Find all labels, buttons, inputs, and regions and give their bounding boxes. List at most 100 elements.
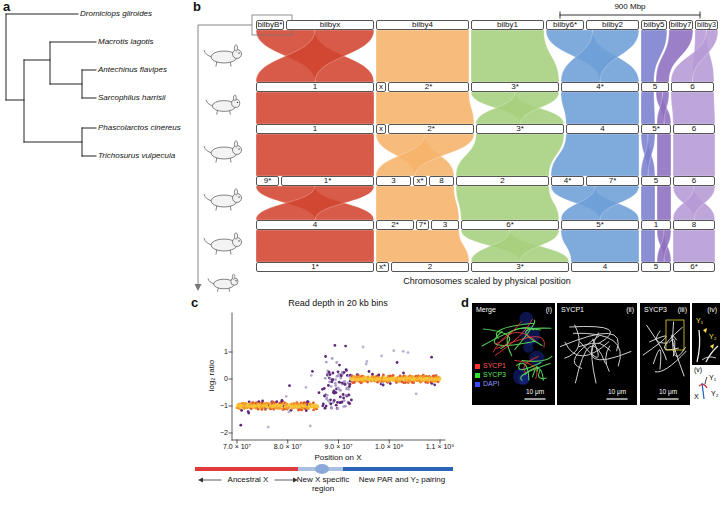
tree-branch: [82, 128, 83, 156]
tick-label: 0: [224, 375, 228, 383]
depth-point: [357, 374, 360, 377]
chromosome-bar: 4: [566, 124, 639, 134]
chromosome-name: 7*: [419, 221, 427, 230]
chromosome-bar: 6: [673, 124, 715, 134]
synaptonemal-filament: [653, 349, 660, 369]
chromosome-name: 4: [603, 263, 607, 272]
synteny-ribbon: [657, 186, 671, 220]
chromosome-name: 6*: [690, 263, 698, 272]
tree-branch: [24, 60, 50, 61]
antechinus-icon-eye: [237, 102, 238, 103]
tree-branch: [82, 128, 96, 129]
chromosome-name: 5: [654, 263, 658, 272]
depth-point: [342, 397, 345, 400]
devil-icon-ear: [234, 141, 237, 147]
chromosome-bar: x*: [413, 176, 427, 186]
depth-point: [240, 409, 243, 412]
synaptonemal-filament: [702, 357, 716, 360]
chromosome-bar: 4*: [551, 176, 584, 186]
synteny-ribbon: [256, 92, 374, 124]
chromosome-name: 1: [313, 125, 317, 134]
chromosome-bar: 6*: [461, 220, 559, 230]
depth-point: [327, 370, 330, 373]
dapi-blob: [529, 351, 544, 366]
chromosome-label: X: [693, 393, 700, 401]
depth-point: [307, 400, 310, 403]
chromosome-name: 6: [692, 177, 696, 186]
dapi-blob: [518, 374, 529, 385]
depth-point: [439, 377, 442, 380]
chromosome-name: 3: [443, 221, 447, 230]
depth-point: [326, 394, 329, 397]
depth-point: [330, 385, 333, 388]
synteny-ribbon: [256, 186, 374, 220]
legend-swatch: [475, 364, 480, 369]
depth-point: [336, 407, 339, 410]
depth-point: [356, 373, 359, 376]
ancestral-x-bar: [197, 467, 300, 471]
scale-label: 10 μm: [607, 388, 627, 395]
plot-title: Read depth in 20 kb bins: [288, 298, 388, 308]
legend-swatch: [475, 373, 480, 378]
depth-point: [382, 384, 385, 387]
chromosome-bar: bilby2: [586, 20, 639, 30]
chromosome-name: 3*: [511, 83, 519, 92]
chromosome-bar: bilbyB*: [256, 20, 284, 30]
chromosome-bar: bilby6*: [546, 20, 584, 30]
panel-letter: a: [3, 0, 10, 15]
depth-point: [285, 402, 288, 405]
chromosome-bar: 3*: [471, 262, 569, 272]
panel-letter: c: [191, 296, 198, 311]
possum-icon-ear: [234, 189, 237, 195]
depth-point: [349, 383, 352, 386]
y-schematic: [702, 383, 704, 399]
depth-point: [329, 373, 332, 376]
synteny-ribbon: [657, 230, 671, 262]
depth-point: [415, 392, 418, 395]
y-axis: [232, 313, 233, 440]
synaptonemal-filament: [560, 333, 618, 351]
depth-point: [377, 374, 380, 377]
depth-point: [366, 360, 369, 363]
image-number: (iv): [706, 306, 718, 314]
region-label: New X specific region: [294, 475, 352, 493]
synteny-ribbon: [561, 186, 639, 220]
synaptonemal-filament: [573, 333, 620, 366]
depth-point: [330, 403, 333, 406]
chromosome-bar: 5*: [561, 220, 639, 230]
chromosome-bar: 5*: [641, 124, 671, 134]
chromosome-name: 4: [600, 125, 604, 134]
chromosome-bar: 8: [673, 220, 715, 230]
synaptonemal-filament: [697, 330, 700, 362]
y-tick: [229, 406, 232, 407]
species-name: Macrotis lagotis: [98, 37, 154, 46]
depth-point: [243, 407, 246, 410]
depth-point: [335, 404, 338, 407]
chromosome-name: 1: [313, 83, 317, 92]
tree-branch: [82, 70, 96, 71]
chromosome-bar: 3*: [476, 124, 564, 134]
depth-point: [267, 426, 270, 429]
chromosome-bar: x: [376, 82, 386, 92]
chromosome-bar: 2: [391, 262, 469, 272]
depth-point: [334, 382, 337, 385]
depth-point: [316, 406, 319, 409]
chromosome-bar: 4*: [561, 82, 639, 92]
antechinus-icon-ear: [233, 95, 236, 101]
chromosome-name: 7*: [609, 177, 617, 186]
scale-label: 900 Mbp: [614, 2, 645, 11]
depth-point: [306, 400, 309, 403]
chromosome-name: bilby6*: [553, 21, 577, 30]
depth-point: [422, 375, 425, 378]
synaptonemal-filament: [664, 327, 682, 350]
chromosome-label: Y₂: [710, 390, 719, 398]
depth-point: [430, 356, 433, 359]
chromosome-bar: 3*: [471, 82, 559, 92]
synteny-ribbon: [641, 92, 655, 124]
legend-swatch: [475, 382, 480, 387]
scale-label: 10 μm: [658, 388, 678, 395]
chromosome-label: Y₂: [708, 333, 717, 341]
tree-branch: [82, 70, 83, 98]
synteny-ribbon: [456, 186, 559, 220]
